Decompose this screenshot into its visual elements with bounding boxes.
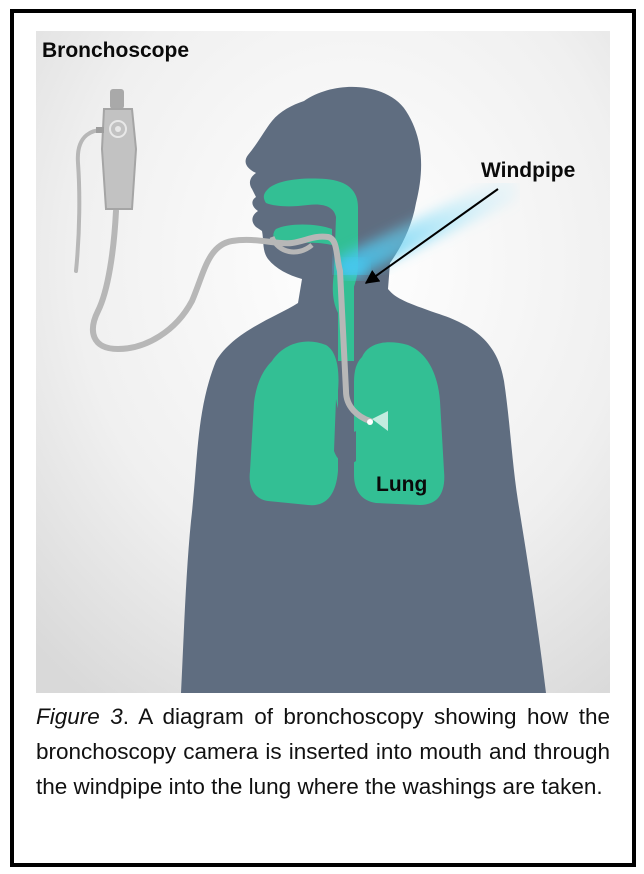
scope-tip — [367, 419, 373, 425]
figure-number: Figure 3 — [36, 704, 123, 729]
figure-caption: Figure 3. A diagram of bronchoscopy show… — [36, 699, 610, 804]
bronchoscopy-illustration: Bronchoscope Windpipe Lung — [36, 31, 610, 693]
windpipe-label: Windpipe — [481, 159, 575, 183]
caption-text: . A diagram of bronchoscopy showing how … — [36, 704, 610, 799]
lung-label: Lung — [376, 473, 427, 497]
figure-frame: Bronchoscope Windpipe Lung Figure 3. A d… — [10, 9, 636, 867]
windpipe-glow-spot — [340, 259, 368, 279]
bronchoscope-label: Bronchoscope — [42, 39, 189, 63]
illustration-svg — [36, 31, 610, 693]
